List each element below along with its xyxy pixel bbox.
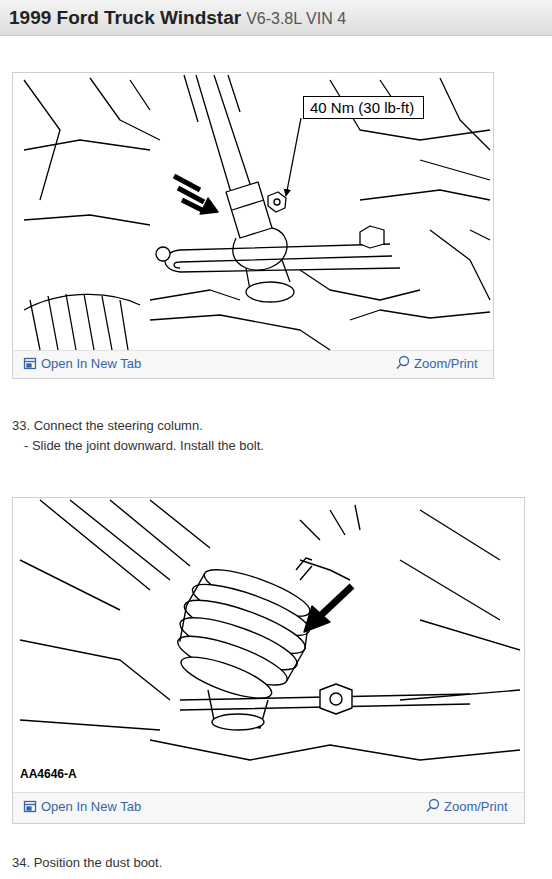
header-bar [0, 0, 552, 35]
step-text: 34. Position the dust boot. [12, 855, 162, 870]
figure-code: AA4646-A [20, 767, 77, 781]
toolbar-link: Zoom/Print [444, 799, 508, 814]
image-toolbar [13, 792, 524, 823]
toolbar-link: Open In New Tab [41, 799, 141, 814]
torque-value: 40 Nm (30 lb-ft) [310, 99, 417, 116]
image-frame [13, 73, 494, 379]
steering-joint-illustration [24, 75, 490, 350]
toolbar-link: Zoom/Print [414, 356, 478, 371]
image-toolbar [13, 350, 493, 378]
header-rule [0, 35, 552, 36]
dust-boot-illustration [20, 500, 520, 760]
torque-callout: 40 Nm (30 lb-ft) [303, 96, 424, 119]
toolbar-link: Open In New Tab [41, 356, 141, 371]
step-text: - Slide the joint downward. Install the … [24, 438, 264, 453]
page-title: 1999 Ford Truck Windstar [9, 7, 241, 29]
step-text: 33. Connect the steering column. [12, 418, 203, 433]
image-frame [13, 498, 525, 824]
engine-spec: V6-3.8L VIN 4 [246, 10, 346, 28]
